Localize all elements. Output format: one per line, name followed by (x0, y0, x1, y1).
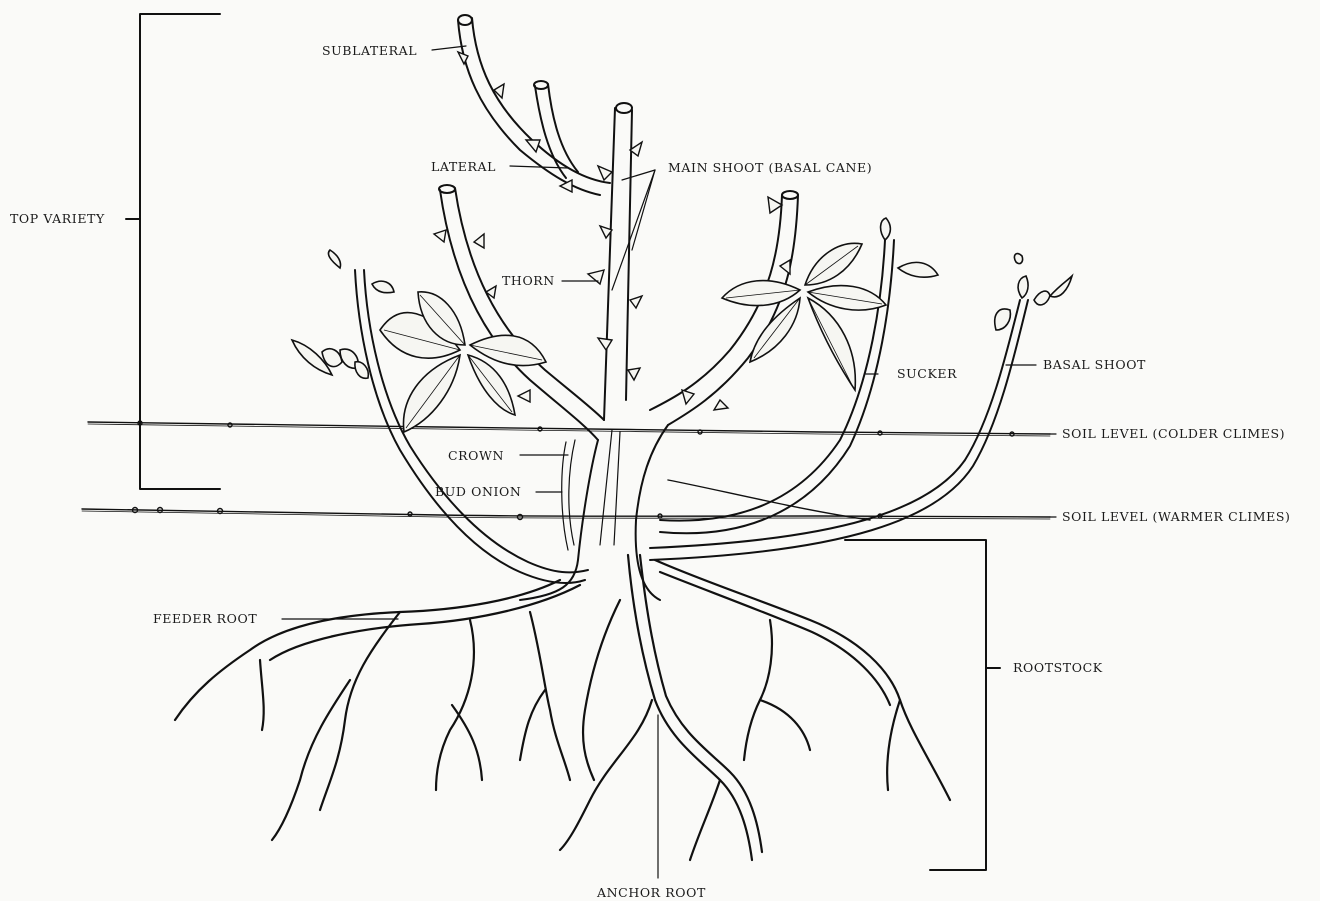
left-bud-cluster (292, 250, 394, 378)
label-bud-onion: BUD ONION (435, 484, 521, 499)
right-bud-cluster (881, 218, 1072, 330)
label-top-variety: TOP VARIETY (10, 211, 105, 226)
label-sucker: SUCKER (897, 366, 957, 381)
soil-line-colder (88, 421, 1050, 436)
label-lateral: LATERAL (431, 159, 496, 174)
label-basal-shoot: BASAL SHOOT (1043, 357, 1146, 372)
label-crown: CROWN (448, 448, 504, 463)
label-sublateral: SUBLATERAL (322, 43, 417, 58)
label-thorn: THORN (502, 273, 555, 288)
top-variety-bracket (126, 14, 220, 489)
label-soil-warmer: SOIL LEVEL (WARMER CLIMES) (1062, 509, 1291, 524)
label-feeder-root: FEEDER ROOT (153, 611, 257, 626)
label-anchor-root: ANCHOR ROOT (596, 885, 706, 900)
label-soil-colder: SOIL LEVEL (COLDER CLIMES) (1062, 426, 1285, 441)
rootstock-bracket (845, 540, 1000, 870)
label-rootstock: ROOTSTOCK (1013, 660, 1103, 675)
left-leaf-cluster (380, 292, 546, 432)
label-main-shoot: MAIN SHOOT (BASAL CANE) (668, 160, 872, 175)
plant-roots (175, 555, 950, 860)
right-leaf-cluster (722, 243, 886, 390)
plant-canes (355, 15, 1028, 600)
